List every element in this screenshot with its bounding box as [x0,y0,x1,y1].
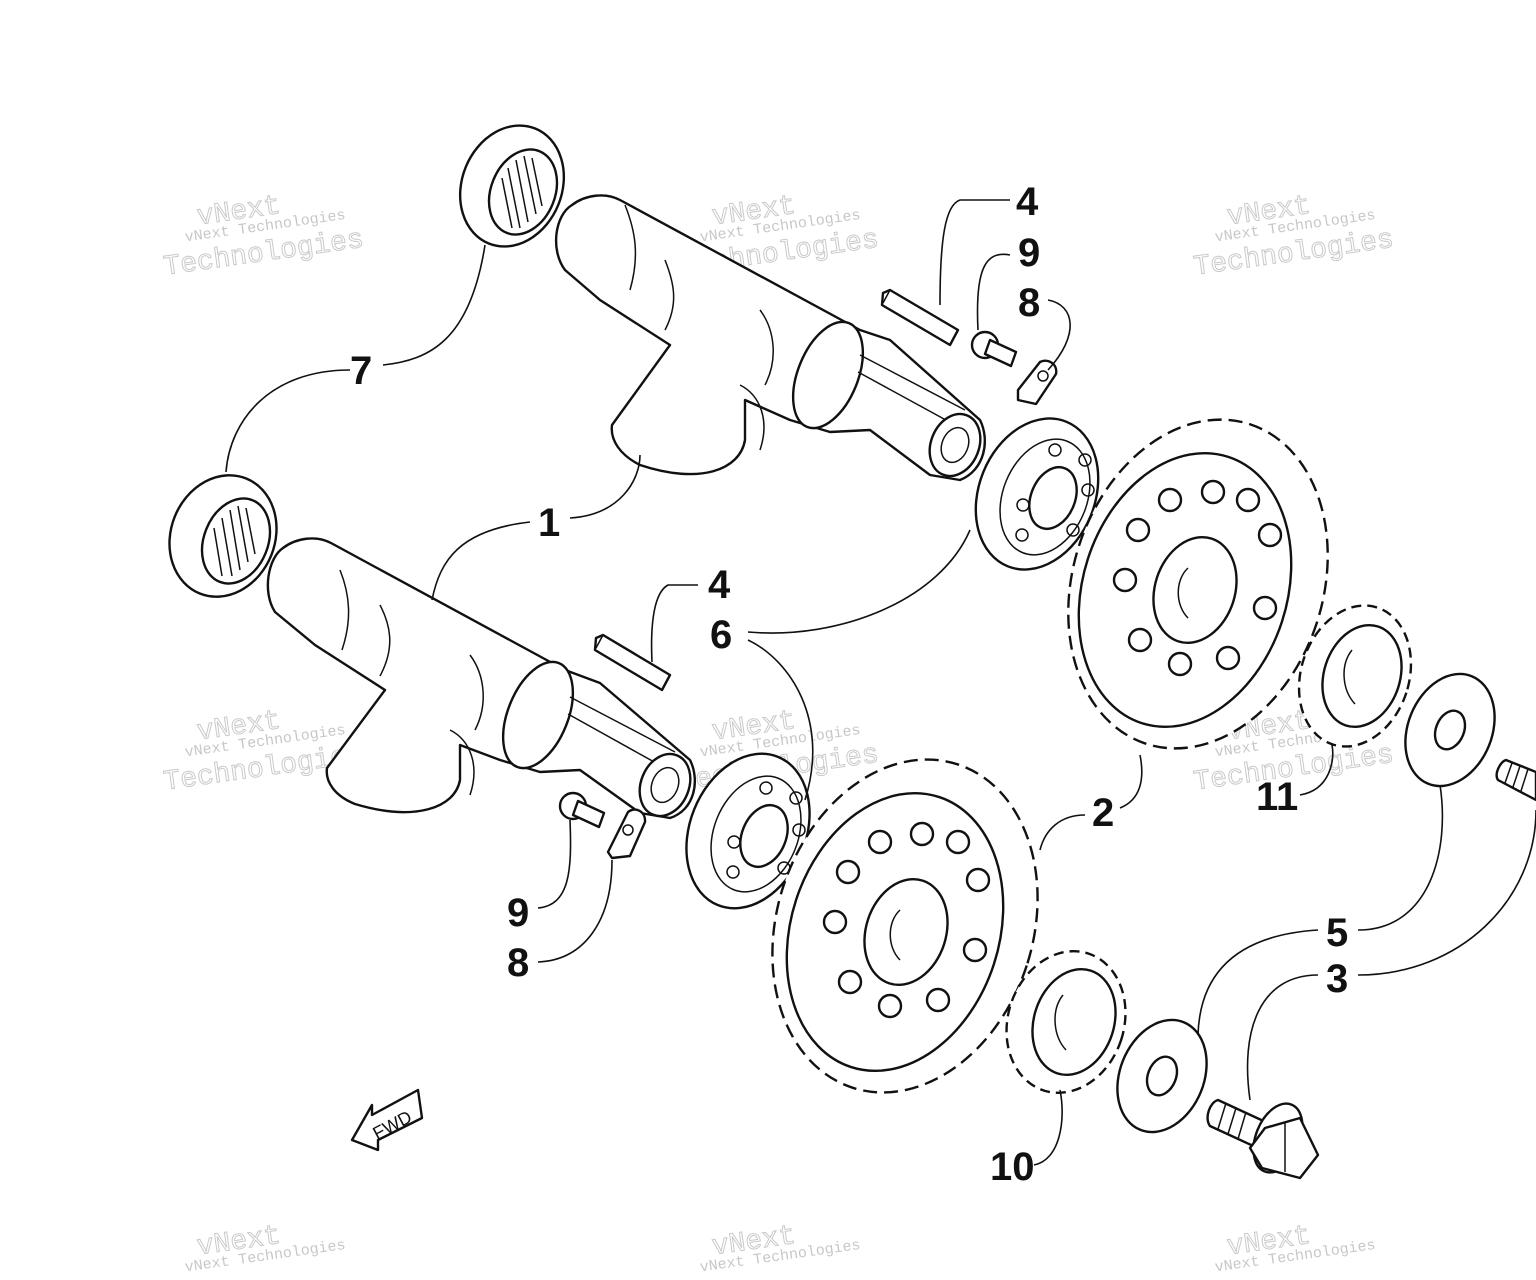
callout-8: 8 [507,941,529,985]
watermark: vNext vNext Technologies Technologies [161,191,366,285]
drive-gear-10 [1005,950,1127,1094]
callout-9: 9 [1018,231,1040,275]
washer-lower [1116,1018,1208,1134]
callout-8: 8 [1018,281,1040,325]
balancer-shaft-lower [266,537,697,820]
watermark: vNext vNext Technologies [1214,1221,1377,1277]
callout-3: 3 [1326,957,1348,1001]
needle-bearing-lower [168,474,278,598]
forward-direction-arrow: FWD [350,1088,424,1152]
watermark: vNext vNext Technologies [699,1221,862,1277]
callout-7: 7 [350,349,372,393]
balancer-gear-upper [1067,418,1329,750]
washer-upper [1404,672,1496,788]
ball-bearing-upper [974,417,1100,571]
balancer-shaft-upper [554,194,987,482]
callout-11: 11 [1256,775,1298,819]
watermark: vNext vNext Technologies Technologies [676,191,881,285]
callout-6: 6 [710,613,732,657]
screw-lower [558,791,606,829]
watermark: vNext vNext Technologies Technologies [1191,191,1396,285]
callout-1: 1 [538,501,560,545]
callout-10: 10 [990,1145,1035,1189]
leader-lines [225,199,1536,1166]
lock-plate-upper [1016,359,1058,406]
lock-plate-lower [606,808,647,860]
watermark: vNext vNext Technologies [184,1221,347,1277]
flange-bolt-lower [1206,1098,1320,1180]
drive-gear-11 [1297,604,1413,748]
flange-bolt-upper [1495,758,1536,802]
callout-4: 4 [708,563,731,607]
callout-2: 2 [1092,791,1114,835]
needle-bearing-upper [458,124,566,248]
callout-5: 5 [1326,911,1348,955]
callout-9: 9 [507,891,529,935]
balancer-gear-lower [771,758,1039,1094]
woodruff-key-lower [593,633,672,692]
callout-4: 4 [1016,180,1039,224]
screw-upper [970,330,1018,368]
woodruff-key-upper [880,288,960,347]
